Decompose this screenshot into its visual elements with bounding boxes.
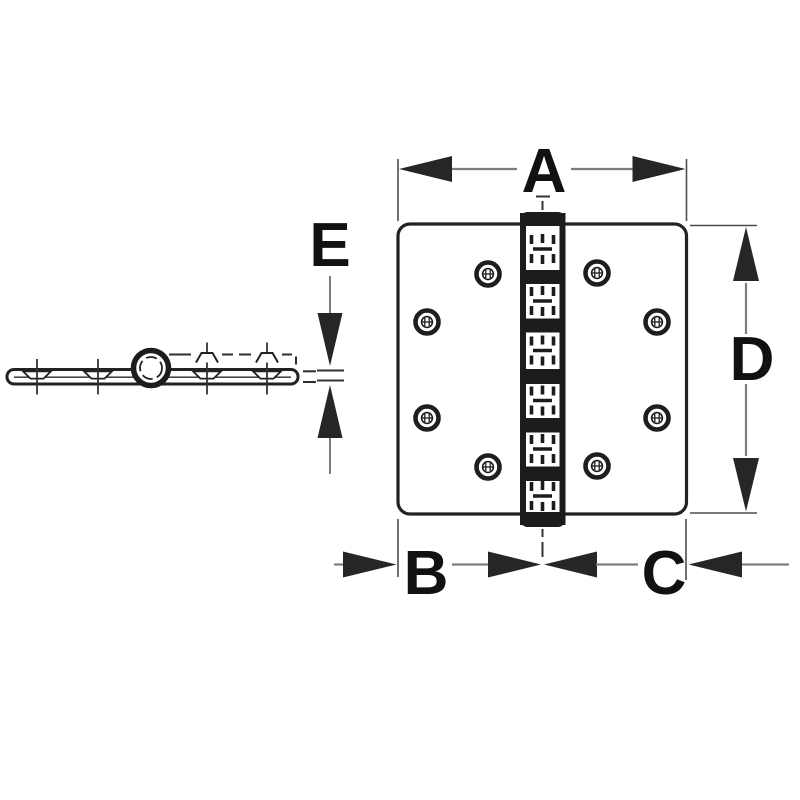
screw-hole — [646, 407, 669, 430]
screw-hole — [586, 262, 609, 285]
arrowhead-down-icon — [733, 458, 759, 512]
dimension-d: D — [690, 224, 775, 514]
arrowhead-right-icon — [488, 551, 541, 578]
screw-axis-ticks — [36, 342, 268, 395]
arrowhead-left-icon — [688, 551, 742, 578]
barrel-end-outer — [130, 347, 172, 389]
screw-hole — [416, 407, 439, 430]
label-leaf-thickness: E — [309, 211, 350, 280]
front-view — [396, 195, 689, 557]
side-view — [5, 342, 316, 395]
arrowhead-right-icon — [632, 156, 686, 182]
label-height: D — [730, 325, 775, 394]
arrowhead-up-icon — [733, 227, 759, 281]
barrel-end-inner — [139, 356, 163, 380]
knuckle-bands — [521, 270, 565, 481]
arrowhead-left-icon — [544, 551, 597, 578]
thickness-extension-dashes — [303, 370, 316, 383]
label-left-half-width: B — [404, 539, 449, 608]
screw-hole — [646, 311, 669, 334]
dimension-e: E — [309, 211, 351, 474]
screw-hole — [416, 311, 439, 334]
arrowhead-left-icon — [399, 156, 452, 182]
screw-hole — [477, 456, 500, 479]
dimension-a: A — [397, 137, 688, 221]
dimension-b-c: B C — [334, 519, 789, 608]
arrowhead-down-icon — [317, 313, 343, 366]
label-overall-width: A — [522, 137, 567, 206]
arrowhead-up-icon — [317, 385, 343, 438]
label-right-half-width: C — [642, 539, 687, 608]
barrel-bottom-cap — [520, 512, 565, 527]
arrowhead-right-icon — [343, 551, 397, 578]
countersink-hats — [195, 352, 279, 364]
pin-barrel — [520, 212, 566, 527]
screw-hole — [477, 263, 500, 286]
screw-hole — [586, 455, 609, 478]
barrel-top-cap — [520, 212, 565, 226]
pin-centerline — [536, 195, 550, 557]
hidden-line — [169, 353, 297, 365]
